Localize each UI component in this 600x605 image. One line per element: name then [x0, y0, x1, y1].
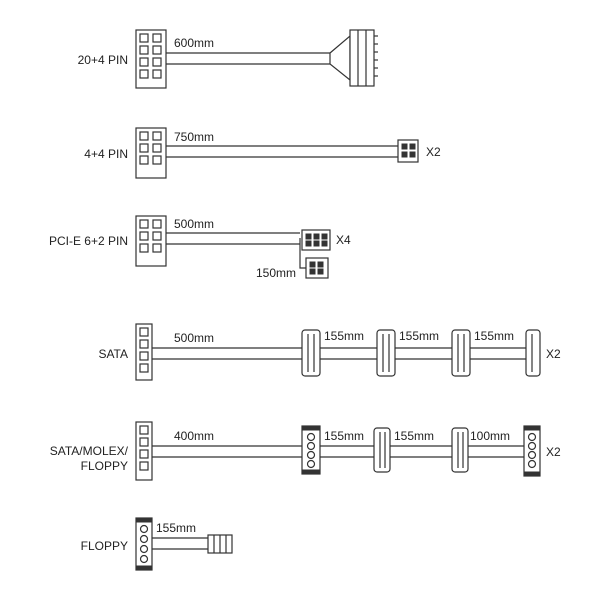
molex-plug-1 — [301, 425, 321, 475]
connector-sata-psu-block — [135, 323, 153, 381]
cable-row-floppy: FLOPPY 155mm — [81, 517, 233, 571]
cable-length-sata-seg1: 155mm — [324, 329, 364, 343]
molex-plug-floppy-source — [135, 517, 153, 571]
cable-length-sata-main: 500mm — [174, 331, 214, 345]
sata-plug-4 — [525, 329, 541, 377]
molex-plug-4 — [523, 425, 541, 477]
sata-plug-1 — [301, 329, 321, 377]
cable-label-8pin-cpu: 4+4 PIN — [84, 147, 128, 161]
cable-row-sata: SATA 500mm 155mm 155mm 155mm — [98, 323, 561, 381]
cable-length-8pin-cpu: 750mm — [174, 130, 214, 144]
connector-pcie-block — [135, 215, 167, 267]
cable-label-pcie: PCI-E 6+2 PIN — [49, 234, 128, 248]
cable-length-smf-seg3: 100mm — [470, 429, 510, 443]
cable-length-pcie-branch: 150mm — [256, 266, 296, 280]
cable-label-sata: SATA — [98, 347, 128, 361]
sata-plug-2 — [376, 329, 396, 377]
connector-24pin-plug — [349, 29, 378, 87]
multiplier-smf: X2 — [546, 445, 561, 459]
cable-length-smf-main: 400mm — [174, 429, 214, 443]
cable-label-24pin: 20+4 PIN — [78, 53, 128, 67]
cable-label-sata-molex-floppy-line1: SATA/MOLEX/ — [50, 444, 129, 458]
multiplier-sata: X2 — [546, 347, 561, 361]
connector-8pin-cpu-block — [135, 127, 167, 179]
connector-24pin-block — [135, 29, 167, 89]
cable-length-smf-seg2: 155mm — [394, 429, 434, 443]
sata-plug-smf-3 — [451, 427, 469, 473]
cable-length-sata-seg2: 155mm — [399, 329, 439, 343]
cable-taper-24pin — [329, 34, 351, 82]
cable-length-smf-seg1: 155mm — [324, 429, 364, 443]
cable-row-pcie: PCI-E 6+2 PIN 500mm X4 150mm — [49, 215, 351, 280]
sata-plug-smf-2 — [373, 427, 391, 473]
cable-label-sata-molex-floppy-line2: FLOPPY — [81, 459, 128, 473]
cable-label-floppy: FLOPPY — [81, 539, 128, 553]
connector-pcie-2pin-plug — [305, 257, 329, 279]
connector-smf-psu-block — [135, 421, 153, 481]
connector-pcie-6pin-plug — [301, 229, 331, 251]
cable-row-sata-molex-floppy: SATA/MOLEX/ FLOPPY 400mm 155mm 155mm — [50, 421, 561, 481]
cable-branch-pcie — [299, 238, 306, 269]
cable-row-24pin: 20+4 PIN 600mm — [78, 29, 378, 89]
sata-plug-3 — [451, 329, 471, 377]
multiplier-8pin-cpu: X2 — [426, 145, 441, 159]
floppy-plug — [207, 534, 233, 554]
cable-length-pcie-main: 500mm — [174, 217, 214, 231]
cable-length-floppy: 155mm — [156, 521, 196, 535]
connector-8pin-cpu-plug — [397, 139, 419, 163]
multiplier-pcie: X4 — [336, 233, 351, 247]
cable-length-24pin: 600mm — [174, 36, 214, 50]
cable-length-sata-seg3: 155mm — [474, 329, 514, 343]
cable-row-8pin-cpu: 4+4 PIN 750mm X2 — [84, 127, 441, 179]
